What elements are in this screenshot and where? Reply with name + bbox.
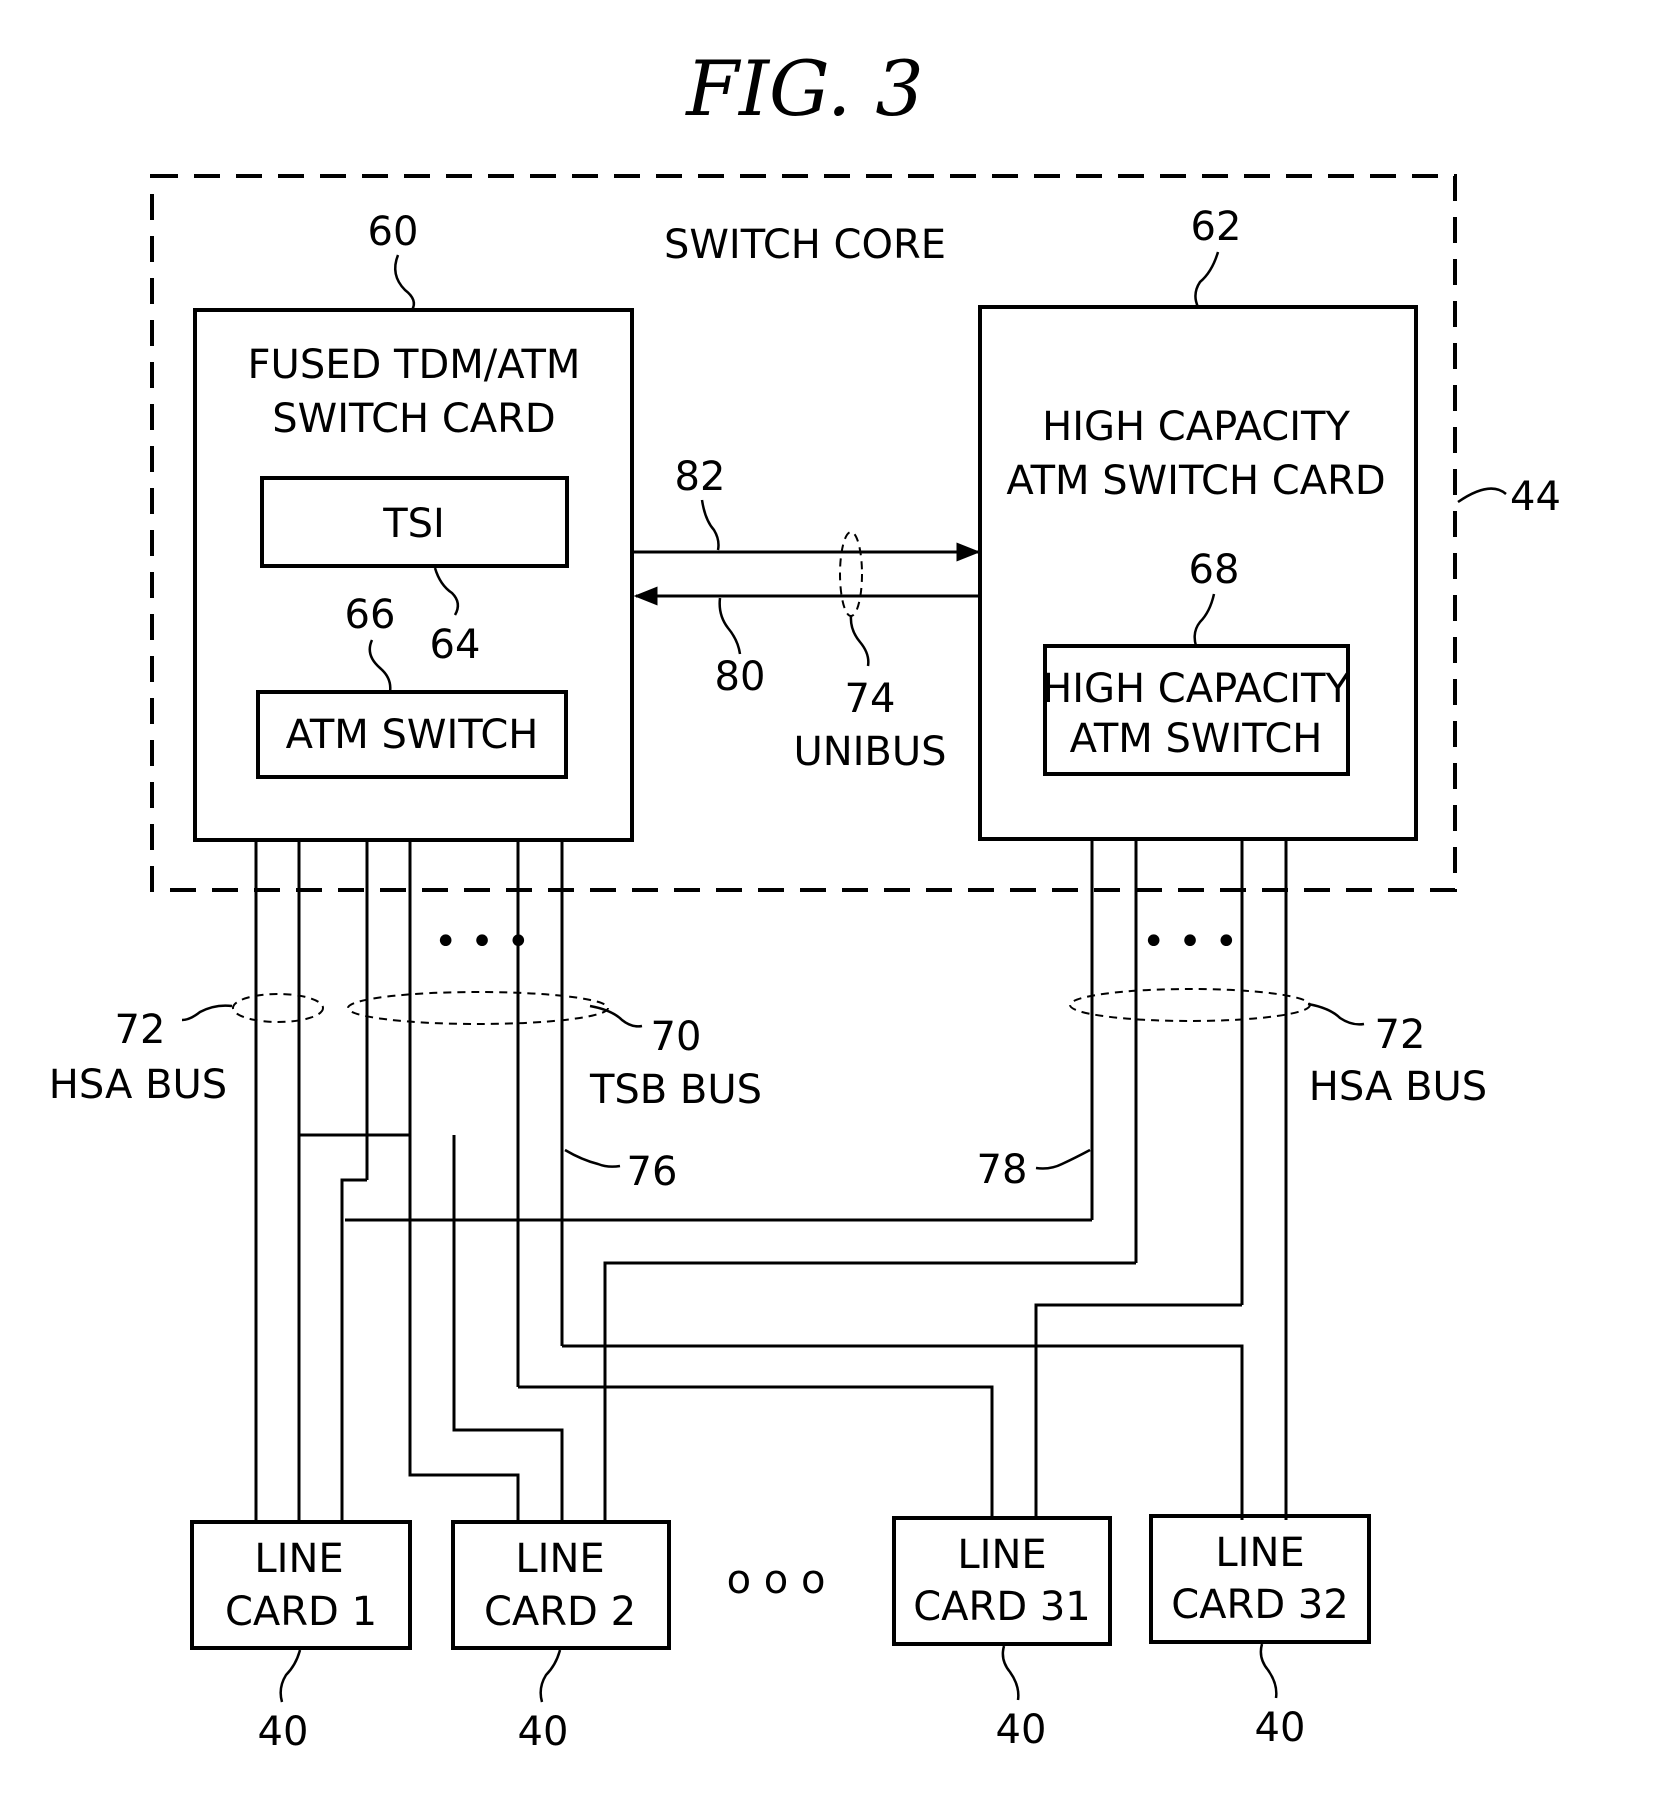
line-card-32-line1: LINE (1215, 1530, 1304, 1576)
switch-core-label: SWITCH CORE (664, 222, 946, 268)
line-card-2-leader (541, 1650, 560, 1702)
line-card-31: LINE CARD 31 40 (894, 1518, 1110, 1753)
hc-card-title-line2: ATM SWITCH CARD (1006, 458, 1385, 504)
unibus-reverse-leader (720, 598, 740, 654)
left-bus-ellipsis: • • • (434, 919, 530, 965)
line-card-32-ref: 40 (1255, 1705, 1306, 1751)
hsa-bus-right-ref: 72 (1375, 1012, 1426, 1058)
line-card-2-line2: CARD 2 (484, 1589, 636, 1635)
line-78-leader (1036, 1150, 1090, 1169)
line-card-1-line1: LINE (254, 1536, 343, 1582)
line-card-31-line2: CARD 31 (913, 1584, 1091, 1630)
hsa-bus-left-ref: 72 (115, 1007, 166, 1053)
line-cards-ellipsis: o o o (727, 1557, 826, 1603)
figure-title: FIG. 3 (684, 44, 923, 133)
line-card-1-line2: CARD 1 (225, 1589, 377, 1635)
switch-core-ref: 44 (1510, 474, 1561, 520)
tsb-bus-label: TSB BUS (589, 1067, 762, 1113)
bus-routing (299, 1087, 1286, 1524)
unibus-label: UNIBUS (793, 729, 946, 775)
line-card-31-leader (1003, 1646, 1018, 1700)
hsa-bus-left-leader (182, 1006, 232, 1020)
tsi-leader (435, 568, 458, 615)
line-card-2-ref: 40 (518, 1709, 569, 1755)
line-76-ref: 76 (627, 1149, 678, 1195)
unibus-forward-ref: 82 (675, 454, 726, 500)
hc-switch-line2: ATM SWITCH (1070, 716, 1323, 762)
line-card-32: LINE CARD 32 40 (1151, 1516, 1369, 1751)
hsa-bus-right-leader (1308, 1004, 1364, 1024)
line-card-31-ref: 40 (996, 1707, 1047, 1753)
line-76-leader (565, 1150, 620, 1167)
hsa-bus-right-label: HSA BUS (1309, 1064, 1487, 1110)
hc-switch-leader (1195, 594, 1214, 646)
line-card-2: LINE CARD 2 40 (453, 1522, 669, 1755)
hsa-bus-left-ellipse (233, 994, 323, 1022)
unibus-leader (851, 616, 868, 666)
hc-card-leader (1195, 252, 1218, 307)
line-card-32-line2: CARD 32 (1171, 1582, 1349, 1628)
unibus-reverse-ref: 80 (715, 654, 766, 700)
tsb-bus-ref: 70 (651, 1014, 702, 1060)
hsa-bus-left-label: HSA BUS (49, 1062, 227, 1108)
line-card-32-leader (1261, 1644, 1276, 1698)
fused-card-title-line1: FUSED TDM/ATM (248, 342, 581, 388)
tsi-ref: 64 (430, 622, 481, 668)
hc-card-title-line1: HIGH CAPACITY (1042, 404, 1350, 450)
line-card-1-ref: 40 (258, 1709, 309, 1755)
hc-switch-line1: HIGH CAPACITY (1042, 666, 1350, 712)
atm-switch-leader (370, 640, 391, 692)
hc-switch-ref: 68 (1189, 547, 1240, 593)
fused-card-title-line2: SWITCH CARD (272, 396, 555, 442)
unibus-ref: 74 (845, 676, 896, 722)
fused-card-leader (395, 255, 414, 310)
line-card-2-line1: LINE (515, 1536, 604, 1582)
fused-card-ref: 60 (368, 209, 419, 255)
line-card-1-leader (281, 1650, 300, 1702)
tsb-bus-ellipse (348, 992, 608, 1024)
tsi-label: TSI (382, 501, 445, 547)
switch-core-boundary (152, 176, 1455, 890)
unibus-bundle-ellipse (840, 532, 862, 616)
right-bus-ellipsis: • • • (1142, 919, 1238, 965)
line-card-1: LINE CARD 1 40 (192, 1522, 410, 1755)
atm-switch-ref: 66 (345, 592, 396, 638)
tsb-bus-leader (590, 1006, 642, 1026)
line-card-31-line1: LINE (957, 1532, 1046, 1578)
switch-core-leader (1458, 489, 1506, 502)
line-78-ref: 78 (977, 1147, 1028, 1193)
atm-switch-label: ATM SWITCH (286, 712, 539, 758)
hc-card-ref: 62 (1191, 204, 1242, 250)
hsa-bus-right-ellipse (1070, 989, 1310, 1021)
unibus-forward-leader (702, 500, 719, 550)
